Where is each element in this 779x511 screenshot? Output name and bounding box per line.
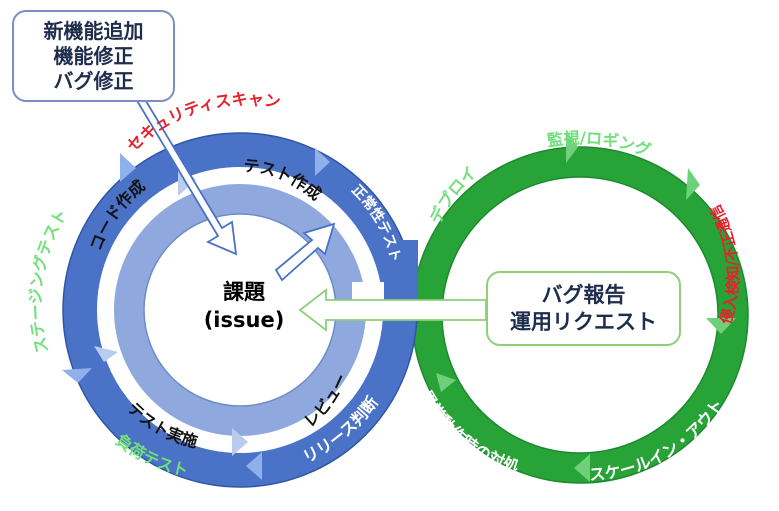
request-line-new-feature: 新機能追加 <box>43 18 144 43</box>
request-line-bug-fix: バグ修正 <box>53 68 134 93</box>
dev-outer-arrow-2 <box>315 148 330 176</box>
ops-arrow-2 <box>686 168 700 200</box>
request-line-feature-fix: 機能修正 <box>53 43 134 68</box>
dev-outer-arrow-1 <box>120 153 136 182</box>
issue-label: 課題 (issue) <box>188 278 300 335</box>
dev-inner-arrow-2 <box>94 346 118 362</box>
issue-to-test-arrow <box>274 222 336 282</box>
dev-outer-arrow-3 <box>62 368 92 383</box>
ops-arrow-4 <box>574 454 590 482</box>
request-to-issue-arrow <box>117 84 238 256</box>
dev-outer-arrow-4 <box>246 452 262 480</box>
ops-arrow-3 <box>706 318 736 334</box>
dev-inner-arrow-3 <box>232 428 248 456</box>
report-to-issue-arrow <box>298 288 487 332</box>
ops-arrow-5 <box>436 373 456 392</box>
issue-title: 課題 <box>223 280 265 304</box>
request-box: 新機能追加 機能修正 バグ修正 <box>12 10 175 102</box>
ops-arrow-1 <box>566 131 578 163</box>
report-box: バグ報告 運用リクエスト <box>486 271 681 346</box>
report-line-ops-request: 運用リクエスト <box>510 309 657 334</box>
issue-subtitle: (issue) <box>203 308 285 333</box>
report-line-bug-report: バグ報告 <box>541 283 626 308</box>
